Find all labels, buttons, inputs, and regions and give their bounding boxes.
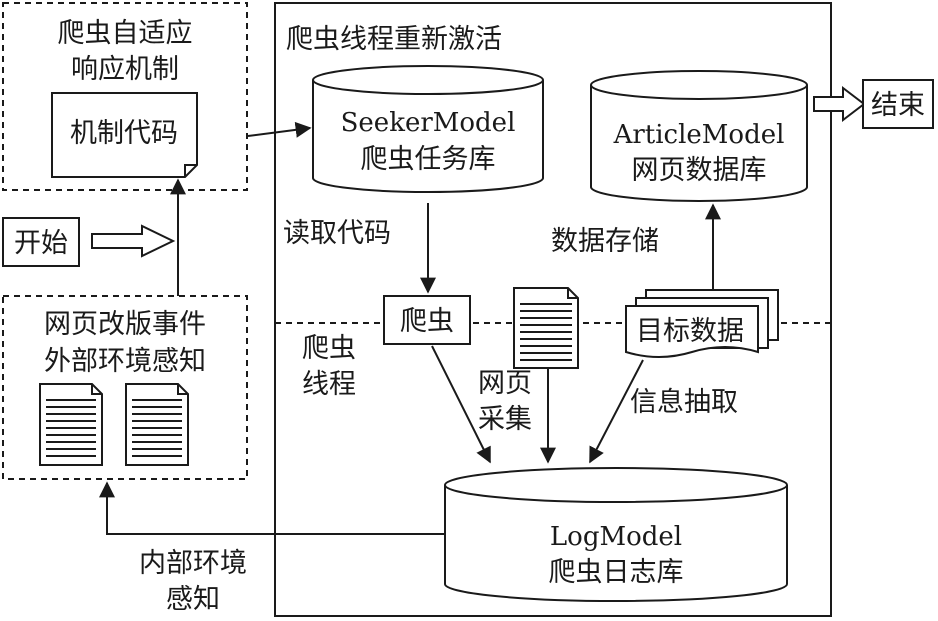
start-box	[2, 217, 80, 267]
internal-sense-label-1: 内部环境	[139, 548, 247, 579]
web-page-document	[513, 287, 579, 369]
article-model-db	[590, 70, 808, 202]
log-model-db	[444, 467, 788, 602]
crawler-thread-label-2: 线程	[302, 369, 356, 400]
adaptive-mechanism-title-1: 爬虫自适应	[58, 18, 193, 49]
article-model-label: 网页数据库	[632, 155, 767, 186]
article-model-name: ArticleModel	[613, 120, 785, 150]
web-page-icon-2	[125, 383, 189, 466]
end-label: 结束	[871, 90, 925, 121]
crawler-thread-label-1: 爬虫	[302, 333, 356, 364]
read-code-label: 读取代码	[283, 218, 391, 249]
web-event-title-1: 网页改版事件	[44, 309, 206, 340]
adaptive-mechanism-title-2: 响应机制	[71, 54, 179, 85]
adaptive-mechanism-box	[2, 2, 248, 191]
crawler-system-box	[274, 2, 832, 617]
code-to-seeker-arrow	[247, 121, 312, 138]
mechanism-code-document	[51, 92, 198, 178]
crawler-label: 爬虫	[400, 306, 454, 337]
internal-sense-label-2: 感知	[166, 584, 220, 615]
extract-to-log-arrow	[589, 359, 644, 464]
log-model-name: LogModel	[550, 522, 682, 552]
data-storage-label: 数据存储	[551, 226, 659, 257]
end-box	[862, 79, 934, 129]
info-extract-label: 信息抽取	[630, 387, 738, 418]
target-data-label: 目标数据	[636, 316, 744, 347]
target-data-documents	[625, 289, 779, 358]
seeker-model-label: 爬虫任务库	[361, 144, 496, 175]
web-page-icon-1	[39, 383, 103, 466]
web-collect-label-1: 网页	[478, 368, 532, 399]
mechanism-code-label: 机制代码	[70, 118, 178, 149]
reactivation-title: 爬虫线程重新激活	[286, 24, 502, 55]
crawler-to-log-arrow	[431, 345, 491, 464]
start-hollow-arrow	[91, 224, 176, 258]
end-hollow-arrow	[813, 85, 866, 123]
internal-feedback-arrow	[99, 481, 445, 535]
start-label: 开始	[14, 228, 68, 259]
log-model-label: 爬虫日志库	[549, 557, 684, 588]
seeker-model-name: SeekerModel	[341, 108, 516, 138]
web-event-title-2: 外部环境感知	[44, 346, 206, 377]
crawler-box	[383, 295, 471, 345]
web-collect-label-2: 采集	[478, 404, 532, 435]
web-event-box	[2, 295, 248, 480]
seeker-model-db	[312, 65, 544, 193]
